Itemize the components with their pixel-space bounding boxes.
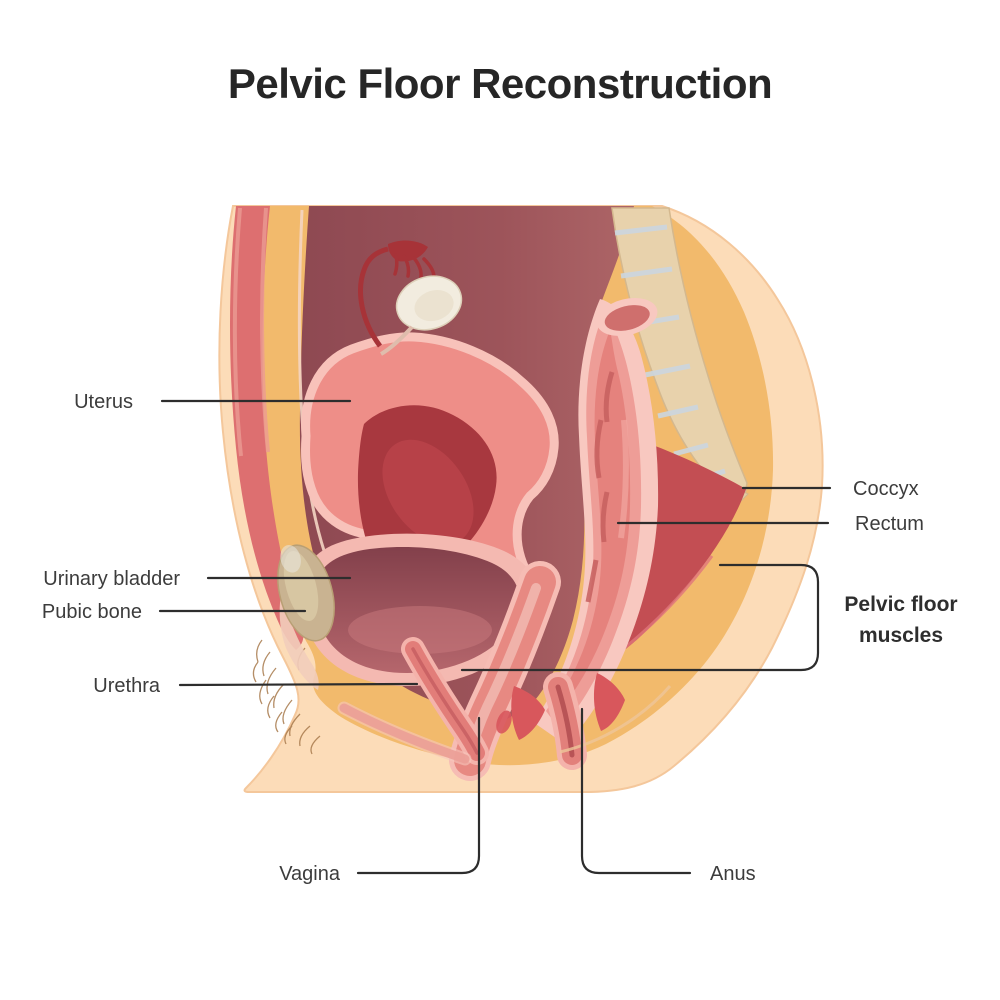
abdominal-muscle-band	[230, 206, 304, 650]
endometrium-highlight	[382, 439, 474, 545]
rectal-folds	[585, 371, 615, 603]
adnexa	[358, 240, 463, 356]
leader-urethra	[178, 682, 419, 687]
pubic-hair	[252, 639, 321, 755]
leader-vagina	[356, 716, 481, 875]
ovary	[395, 275, 463, 331]
bladder-sheen	[348, 606, 492, 654]
rectum-shape	[533, 297, 659, 745]
anal-canal	[543, 672, 587, 770]
urethra-shape	[401, 637, 489, 765]
levator-edge-highlight	[621, 555, 714, 652]
rectum-opening	[596, 297, 658, 337]
labial-fold	[337, 701, 472, 766]
fimbriae	[388, 240, 428, 262]
label-pelvic-floor-muscles: Pelvic floor muscles	[844, 593, 958, 647]
sacrum-spine	[611, 207, 749, 505]
label-uterus: Uterus	[74, 391, 133, 413]
label-anus: Anus	[710, 863, 756, 885]
bracket-pelvic-floor-muscles	[460, 563, 820, 672]
pubic-bone-shape	[277, 544, 335, 642]
ovarian-ligament	[379, 325, 414, 356]
label-urethra: Urethra	[93, 675, 160, 697]
fallopian-tube	[358, 246, 389, 348]
leader-anus	[580, 707, 692, 875]
vertebral-discs	[614, 224, 726, 483]
label-rectum: Rectum	[855, 513, 924, 535]
gluteal-crease	[559, 685, 672, 754]
muscle-highlight-2	[260, 207, 270, 453]
bladder-shape	[303, 533, 537, 687]
label-vagina: Vagina	[279, 863, 340, 885]
muscle-highlight	[232, 207, 243, 457]
pelvic-floor-muscle-wedges	[496, 673, 625, 740]
label-pubic-bone: Pubic bone	[41, 601, 142, 623]
page-title: Pelvic Floor Reconstruction	[227, 60, 773, 107]
label-urinary-bladder: Urinary bladder	[43, 568, 180, 590]
leader-lines	[158, 399, 832, 875]
label-coccyx: Coccyx	[853, 478, 919, 500]
